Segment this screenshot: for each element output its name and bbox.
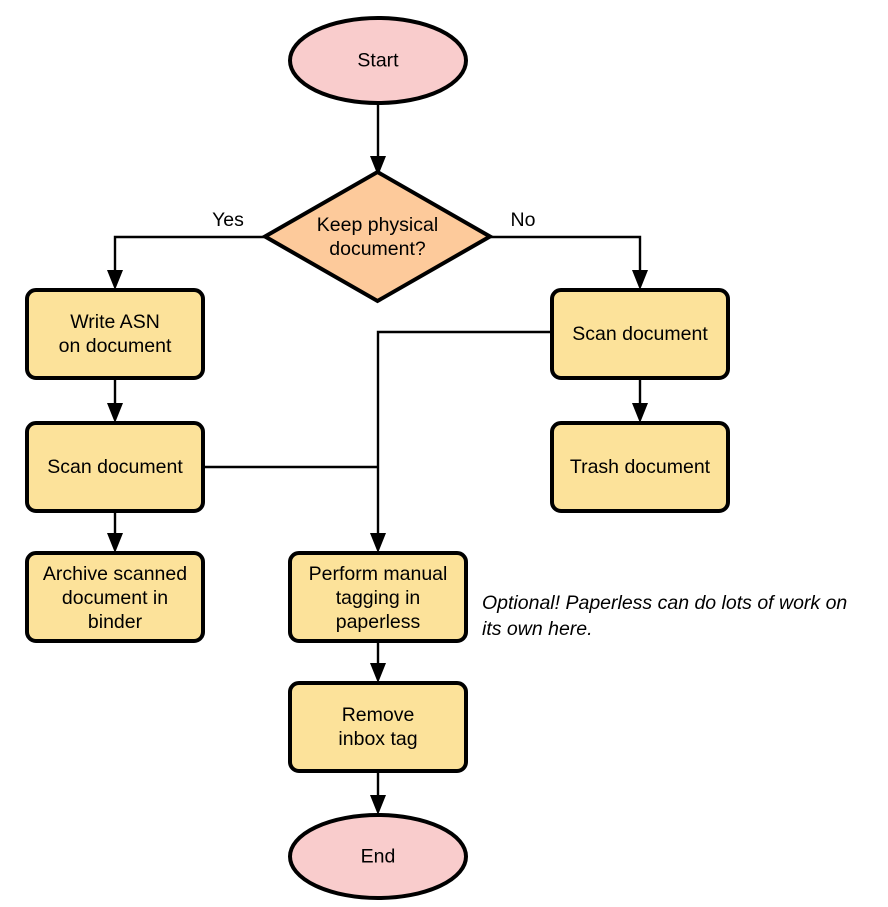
archive-label-line1: Archive scanned [43,563,187,585]
write-asn-box [25,288,205,380]
node-trash-document[interactable]: Trash document [550,421,730,513]
end-ellipse [288,813,468,900]
archive-box [25,551,205,643]
node-archive-scanned-document[interactable]: Archive scanned document in binder [25,551,205,643]
decision-diamond [260,169,495,304]
write-asn-label-line1: Write ASN [70,311,160,333]
write-asn-label-line2: on document [59,335,172,357]
edge-start-to-decision [370,103,386,176]
node-scan-document-left[interactable]: Scan document [25,421,205,513]
optional-note-line1: Optional! Paperless can do lots of work … [482,592,847,614]
edge-decision-no-to-scan-right [490,235,648,290]
manual-tagging-label-line2: tagging in [336,587,421,609]
edge-scan-right-to-trash [632,378,648,423]
edge-manual-tagging-to-remove-inbox [370,641,386,683]
scan-document-left-box [25,421,205,513]
node-perform-manual-tagging[interactable]: Perform manual tagging in paperless [288,551,468,643]
edge-label-no: No [511,209,536,231]
edge-scan-right-to-manual-tagging [370,330,552,553]
node-remove-inbox-tag[interactable]: Remove inbox tag [288,681,468,773]
node-decision-keep-physical-document[interactable]: Keep physical document? [260,169,495,304]
node-start[interactable]: Start [288,16,468,105]
archive-label-line3: binder [88,611,143,633]
edge-remove-inbox-to-end [370,771,386,815]
remove-inbox-label-line1: Remove [342,704,415,726]
node-write-asn-on-document[interactable]: Write ASN on document [25,288,205,380]
decision-label-line2: document? [329,238,426,260]
remove-inbox-tag-box [288,681,468,773]
annotation-optional-note: Optional! Paperless can do lots of work … [482,592,847,640]
manual-tagging-box [288,551,468,643]
start-ellipse [288,16,468,105]
node-scan-document-right[interactable]: Scan document [550,288,730,380]
edge-scan-left-to-archive [107,511,123,553]
scan-document-right-box [550,288,730,380]
trash-document-box [550,421,730,513]
trash-document-label: Trash document [570,456,711,478]
end-label: End [361,846,396,868]
remove-inbox-label-line2: inbox tag [338,728,417,750]
edge-write-asn-to-scan-left [107,378,123,423]
scan-document-right-label: Scan document [572,323,708,345]
node-end[interactable]: End [288,813,468,900]
decision-label-line1: Keep physical [317,214,438,236]
archive-label-line2: document in [62,587,168,609]
edge-decision-yes-to-write-asn [107,235,265,290]
manual-tagging-label-line3: paperless [336,611,421,633]
scan-document-left-label: Scan document [47,456,183,478]
edge-label-yes: Yes [212,209,244,231]
start-label: Start [357,50,399,72]
optional-note-line2: its own here. [482,618,593,640]
manual-tagging-label-line1: Perform manual [309,563,448,585]
